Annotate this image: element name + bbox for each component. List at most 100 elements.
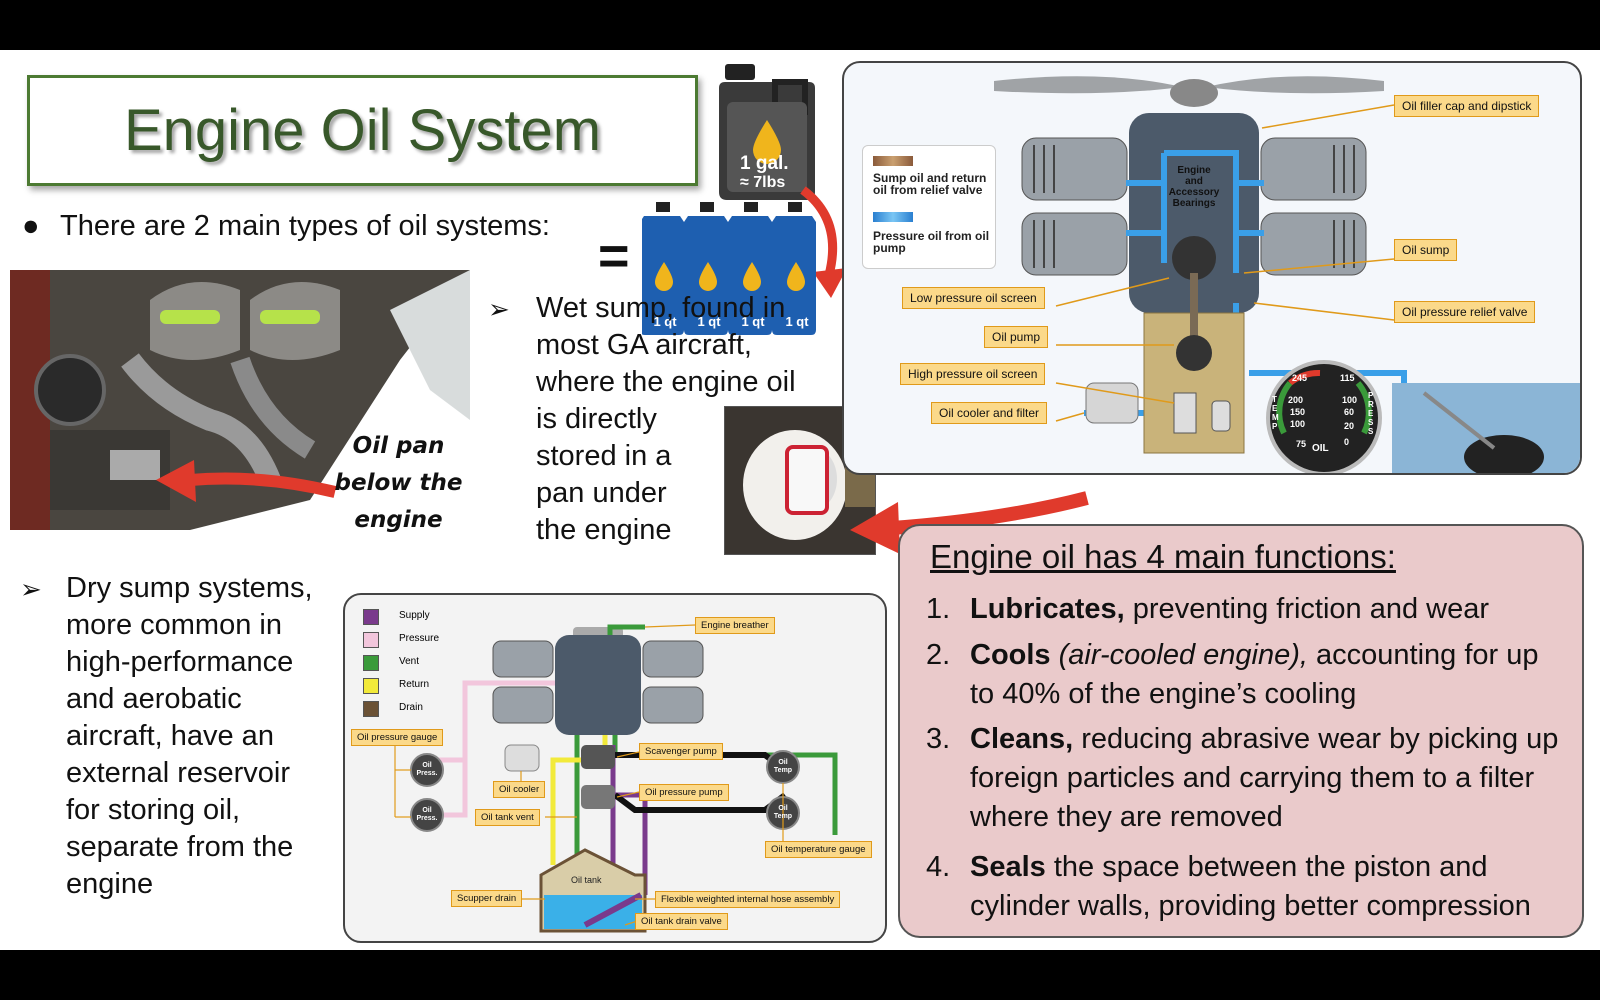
- functions-box: Engine oil has 4 main functions: 1. Lubri…: [898, 524, 1584, 938]
- label-low-pressure-screen: Low pressure oil screen: [902, 287, 1045, 309]
- bullet-dot: ●: [22, 210, 40, 242]
- gallon-weight: ≈ 7lbs: [740, 174, 786, 191]
- gauge-label: OIL: [1312, 443, 1329, 454]
- dry-sump-text: Dry sump systems, more common in high-pe…: [66, 570, 313, 903]
- engine-core-line: Engine: [1177, 165, 1211, 176]
- legend-pressure-text: Pressure oil from oil pump: [873, 229, 990, 255]
- dry-sump-line: and aerobatic: [66, 683, 242, 715]
- legend-supply: Supply: [399, 610, 430, 621]
- gauge-line: Oil: [778, 759, 788, 766]
- label-oil-filler: Oil filler cap and dipstick: [1394, 95, 1540, 117]
- wet-sump-line: where the engine oil: [536, 366, 796, 398]
- legend-swatch-pressure: [873, 212, 913, 222]
- oil-pan-callout-line: engine: [354, 507, 443, 533]
- gauge-temp-4: 75: [1296, 439, 1307, 449]
- function-description: accounting for up to 40% of the engine’s…: [970, 639, 1539, 710]
- dry-sump-line: external reservoir: [66, 757, 291, 789]
- oil-pan-callout-line: below the: [334, 470, 463, 496]
- function-keyword: Seals: [970, 851, 1046, 883]
- legend-vent: Vent: [399, 656, 420, 667]
- engine-core-line: and: [1185, 176, 1203, 187]
- function-description: the space between the piston and cylinde…: [970, 851, 1531, 922]
- gauge-line: Press.: [416, 770, 438, 777]
- oil-drop-icon: [753, 120, 781, 164]
- quart-label-3: 1 qt: [741, 314, 765, 329]
- function-item-cleans: 3. Cleans, reducing abrasive wear by pick…: [926, 720, 1570, 837]
- function-description: reducing abrasive wear by picking up for…: [970, 723, 1559, 833]
- gauge-line: Oil: [778, 805, 788, 812]
- wet-sump-line: the engine: [536, 514, 672, 546]
- wet-sump-line: pan under: [536, 477, 667, 509]
- wet-sump-arrow-bullet: ➢: [488, 294, 510, 324]
- label-high-pressure-screen: High pressure oil screen: [900, 363, 1046, 385]
- engine-core-label: Engine and Accessory Bearings: [1164, 165, 1224, 209]
- gauge-press-word: PRESS: [1368, 391, 1374, 436]
- label-engine-breather: Engine breather: [695, 617, 775, 634]
- gauge-press-2: 60: [1344, 407, 1355, 417]
- dry-sump-line: engine: [66, 868, 154, 900]
- dry-sump-line: high-performance: [66, 646, 294, 678]
- wet-sump-line: Wet sump, found in: [536, 292, 786, 324]
- label-oil-tank-drain-valve: Oil tank drain valve: [635, 913, 728, 930]
- red-curve-arrow: [800, 186, 847, 298]
- dry-legend: Supply Pressure Vent Return Drain: [363, 609, 473, 719]
- dry-sump-line: for storing oil,: [66, 794, 241, 826]
- functions-title: Engine oil has 4 main functions:: [930, 538, 1396, 575]
- wet-sump-text: Wet sump, found in most GA aircraft, whe…: [536, 290, 796, 549]
- intro-bullet: There are 2 main types of oil systems:: [60, 210, 550, 242]
- quart-label-2: 1 qt: [697, 314, 721, 329]
- slide: Engine Oil System ● There are 2 main typ…: [0, 50, 1600, 950]
- gauge-line: Temp: [773, 767, 793, 774]
- oil-gauge: 245 200 150 100 75 115 100 60 20 0 OIL T…: [1268, 363, 1380, 473]
- engine-core-line: Bearings: [1172, 198, 1216, 209]
- function-qualifier: (air-cooled engine),: [1050, 639, 1308, 671]
- legend-swatch: [363, 678, 379, 694]
- gauge-temp-1: 200: [1288, 395, 1304, 405]
- oil-filter-photo: [724, 406, 876, 555]
- label-oil-pressure-gauge: Oil pressure gauge: [351, 729, 444, 746]
- function-number: 2.: [926, 639, 951, 671]
- legend-swatch: [363, 655, 379, 671]
- label-scavenger-pump: Scavenger pump: [639, 743, 723, 760]
- legend-drain: Drain: [399, 702, 423, 713]
- function-keyword: Lubricates,: [970, 593, 1125, 625]
- function-description: preventing friction and wear: [1124, 593, 1490, 625]
- label-oil-pump: Oil pump: [984, 326, 1049, 348]
- gauge-temp-word: TEMP: [1272, 395, 1279, 431]
- gauge-press-3: 20: [1344, 421, 1355, 431]
- function-number: 1.: [926, 593, 951, 625]
- gauge-line: Oil: [422, 807, 432, 814]
- gallon-label: 1 gal.: [740, 153, 789, 174]
- legend-return: Return: [399, 679, 430, 690]
- gauge-line: Oil: [422, 762, 432, 769]
- gauge-temp-top: 245: [1292, 373, 1308, 383]
- gauge-temp-2: 150: [1290, 407, 1306, 417]
- legend-swatch: [363, 632, 379, 648]
- legend-pressure: Pressure: [399, 633, 440, 644]
- wet-legend: Sump oil and return oil from relief valv…: [862, 145, 996, 269]
- dry-sump-arrow-bullet: ➢: [20, 574, 42, 604]
- legend-swatch-sump: [873, 156, 913, 166]
- oil-pan-arrow: [156, 460, 337, 502]
- function-item-lubricates: 1. Lubricates, preventing friction and we…: [926, 590, 1570, 629]
- page-title: Engine Oil System: [123, 98, 602, 163]
- equals-sign: =: [598, 226, 630, 286]
- gauge-press-4: 0: [1344, 437, 1350, 447]
- function-number: 3.: [926, 723, 951, 755]
- oil-pan-callout: Oil pan below the engine: [316, 428, 481, 539]
- tank-label: Oil tank: [571, 875, 602, 885]
- wet-sump-line: stored in a: [536, 440, 672, 472]
- label-oil-cooler-filter: Oil cooler and filter: [931, 402, 1048, 424]
- oil-pan-callout-line: Oil pan: [352, 433, 445, 459]
- gallon-jug: [719, 64, 815, 200]
- function-keyword: Cleans,: [970, 723, 1074, 755]
- wet-sump-diagram: Sump oil and return oil from relief valv…: [842, 61, 1582, 475]
- engine-photo: [10, 270, 470, 530]
- function-keyword: Cools: [970, 639, 1051, 671]
- label-flexible-hose: Flexible weighted internal hose assembly: [655, 891, 841, 908]
- label-oil-tank-vent: Oil tank vent: [475, 809, 540, 826]
